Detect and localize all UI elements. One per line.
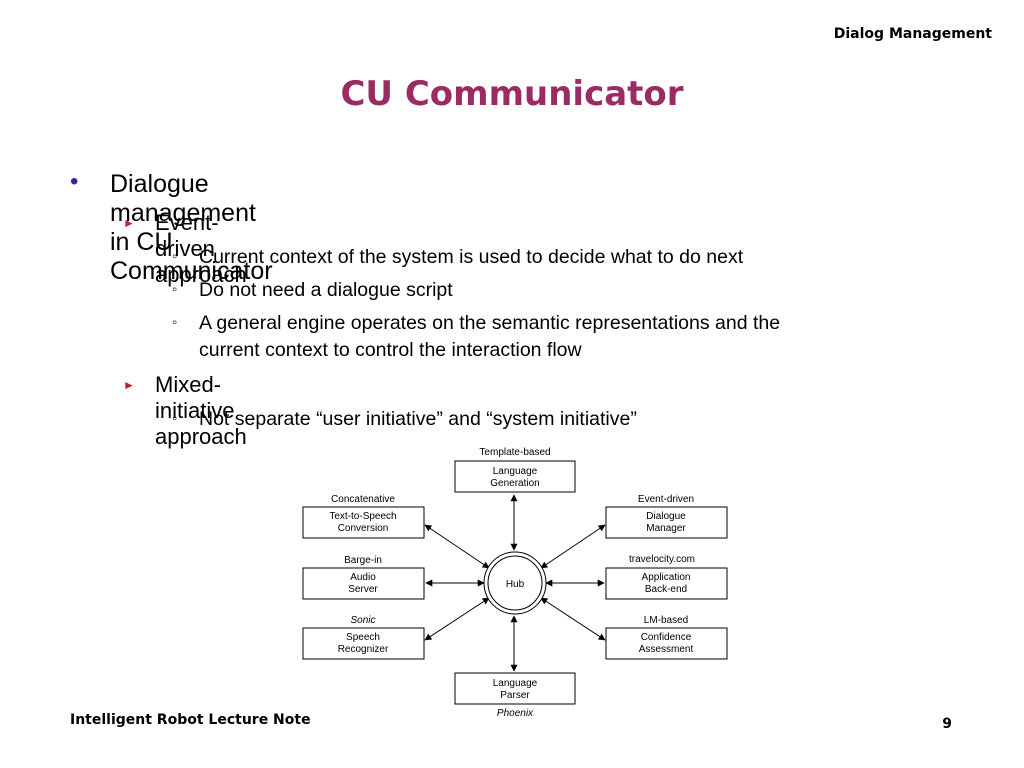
bullet-text: Mixed-initiative approach (155, 372, 247, 449)
bullet-level3: ◦ A general engine operates on the seman… (172, 310, 899, 364)
hub-label: Hub (506, 579, 525, 590)
module-dialogue-manager: Event-driven Dialogue Manager (605, 494, 728, 539)
module-tts: Concatenative Text-to-Speech Conversion (302, 494, 425, 539)
module-label-line1: Confidence (641, 632, 692, 643)
bullet-level1: • Dialogue management in CU Communicator (70, 168, 273, 286)
module-label-line1: Dialogue (646, 511, 686, 522)
module-label-line2: Manager (646, 523, 686, 534)
bullet-level3: ◦ Current context of the system is used … (172, 244, 899, 271)
module-label-line1: Language (493, 678, 538, 689)
module-label-line2: Recognizer (338, 644, 389, 655)
bullet-text: Do not need a dialogue script (199, 279, 453, 301)
module-caption: Template-based (479, 447, 550, 458)
module-label-line1: Speech (346, 632, 380, 643)
module-label-line2: Parser (500, 690, 530, 701)
bullet-text: Event-driven approach (155, 210, 247, 287)
module-confidence-assessment: LM-based Confidence Assessment (605, 615, 728, 660)
module-caption: travelocity.com (629, 554, 695, 565)
page-number: 9 (942, 716, 952, 732)
module-language-generation: Template-based Language Generation (454, 447, 576, 493)
bullet-text: A general engine operates on the semanti… (199, 312, 781, 334)
footer-lecture-note: Intelligent Robot Lecture Note (70, 712, 311, 728)
module-caption: Sonic (350, 615, 375, 626)
arrow-hub-dialogue-manager (540, 524, 606, 569)
slide-header: Dialog Management (833, 26, 992, 42)
module-label-line2: Conversion (338, 523, 389, 534)
ring-bullet-icon: ◦ (172, 248, 178, 265)
bullet-level3: ◦ Not separate “user initiative” and “sy… (172, 406, 899, 433)
module-language-parser: Language Parser Phoenix (454, 672, 576, 719)
module-label-line2: Generation (490, 478, 539, 489)
module-label-line2: Assessment (639, 644, 694, 655)
module-label-line1: Audio (350, 572, 376, 583)
bullet-level3: ◦ Do not need a dialogue script (172, 277, 899, 304)
module-speech-recognizer: Sonic Speech Recognizer (302, 615, 425, 660)
ring-bullet-icon: ◦ (172, 281, 178, 298)
bullet-text: current context to control the interacti… (199, 339, 582, 361)
module-label-line1: Text-to-Speech (329, 511, 396, 522)
connector-arrows (424, 494, 606, 672)
module-caption: Concatenative (331, 494, 395, 505)
module-caption: LM-based (644, 615, 688, 626)
module-label-line1: Language (493, 466, 538, 477)
bullet-text: Dialogue management in CU Communicator (110, 170, 273, 285)
module-caption: Phoenix (497, 708, 534, 719)
ring-bullet-icon: ◦ (172, 410, 178, 427)
module-label-line2: Back-end (645, 584, 687, 595)
arrow-hub-tts (424, 524, 490, 569)
triangle-bullet-icon: ► (123, 216, 135, 230)
bullet-dot-icon: • (70, 168, 79, 195)
module-label-line2: Server (348, 584, 378, 595)
bullet-text: Not separate “user initiative” and “syst… (199, 408, 637, 430)
arrow-hub-confidence-assessment (540, 597, 606, 641)
triangle-bullet-icon: ► (123, 378, 135, 392)
bullet-level2: ► Mixed-initiative approach (123, 372, 247, 450)
module-audio-server: Barge-in Audio Server (302, 555, 425, 600)
bullet-level2: ► Event-driven approach (123, 210, 247, 288)
module-caption: Event-driven (638, 494, 694, 505)
bullet-text: Current context of the system is used to… (199, 246, 744, 268)
module-caption: Barge-in (344, 555, 382, 566)
module-label-line1: Application (642, 572, 691, 583)
ring-bullet-icon: ◦ (172, 314, 178, 331)
module-application-backend: travelocity.com Application Back-end (605, 554, 728, 600)
arrow-hub-speech-recognizer (424, 597, 490, 641)
hub-node: Hub (483, 551, 547, 615)
slide-title: CU Communicator (340, 74, 684, 114)
